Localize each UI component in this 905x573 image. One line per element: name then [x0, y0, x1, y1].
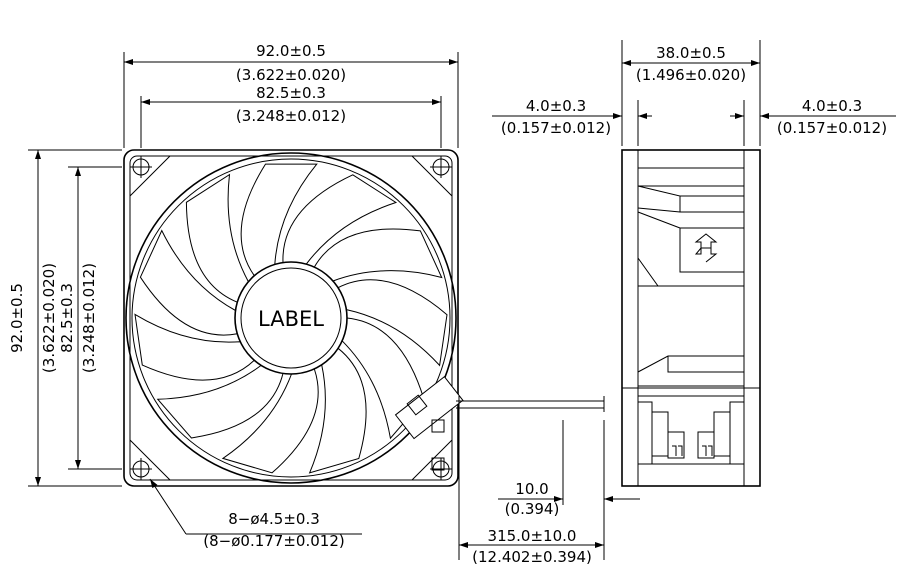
- width-dimension: 92.0±0.5 (3.622±0.020) 82.5±0.3 (3.248±0…: [123, 42, 459, 148]
- overall-width-label: 92.0±0.5: [256, 42, 326, 60]
- front-view: 92.0±0.5 (3.622±0.020) 82.5±0.3 (3.248±0…: [8, 42, 464, 550]
- mounting-hole-icon: [130, 156, 152, 178]
- flange-left-label: 4.0±0.3: [526, 97, 586, 115]
- hub-label: LABEL: [258, 307, 324, 331]
- overall-height-label: 92.0±0.5: [8, 283, 26, 353]
- overall-height-inch-label: (3.622±0.020): [40, 263, 58, 373]
- depth-label: 38.0±0.5: [656, 44, 726, 62]
- hole-spacing-width-label: 82.5±0.3: [256, 84, 326, 102]
- height-dimension: 92.0±0.5 (3.622±0.020) 82.5±0.3 (3.248±0…: [8, 149, 122, 487]
- fan-blade: [282, 174, 398, 265]
- wire-length-label: 315.0±10.0: [488, 527, 577, 545]
- mounting-hole-icon: [130, 458, 152, 480]
- airflow-arrow-icon: [694, 233, 718, 263]
- side-rib-detail: [637, 401, 745, 465]
- fan-blade: [240, 163, 318, 277]
- wire-exit: [394, 376, 464, 471]
- wire-length-inch-label: (12.402±0.394): [472, 548, 592, 566]
- mounting-hole-icon: [430, 458, 452, 480]
- strip-length-label: 10.0: [515, 480, 548, 498]
- overall-width-inch-label: (3.622±0.020): [236, 66, 346, 84]
- flange-right-label: 4.0±0.3: [802, 97, 862, 115]
- hole-spacing-width-inch-label: (3.248±0.012): [236, 107, 346, 125]
- fan-blade: [156, 364, 284, 439]
- side-view: 38.0±0.5 (1.496±0.020) 4.0±0.3 (0.157±0.…: [492, 40, 896, 487]
- side-body: [621, 149, 761, 487]
- fan-blade: [308, 347, 367, 474]
- lead-wire: 10.0 (0.394) 315.0±10.0 (12.402±0.394): [456, 396, 640, 566]
- fan-blade: [337, 279, 448, 367]
- mounting-holes: [130, 156, 452, 480]
- fan-blade: [221, 368, 319, 474]
- hole-spacing-height-inch-label: (3.248±0.012): [80, 263, 98, 373]
- strip-length-inch-label: (0.394): [505, 500, 560, 518]
- fan-hub: LABEL: [234, 261, 348, 375]
- fan-blade: [313, 228, 443, 282]
- fan-frame: [123, 149, 459, 487]
- holes-inch-label: (8−ø0.177±0.012): [203, 532, 344, 550]
- mounting-hole-icon: [430, 156, 452, 178]
- fan-blade: [139, 229, 238, 336]
- hole-spacing-height-label: 82.5±0.3: [58, 283, 76, 353]
- depth-inch-label: (1.496±0.020): [636, 66, 746, 84]
- flange-left-inch-label: (0.157±0.012): [501, 119, 611, 137]
- holes-callout: 8−ø4.5±0.3 (8−ø0.177±0.012): [149, 478, 362, 550]
- fan-blade: [185, 173, 249, 303]
- flange-right-inch-label: (0.157±0.012): [777, 119, 887, 137]
- fan-blade: [134, 313, 255, 381]
- holes-label: 8−ø4.5±0.3: [228, 510, 320, 528]
